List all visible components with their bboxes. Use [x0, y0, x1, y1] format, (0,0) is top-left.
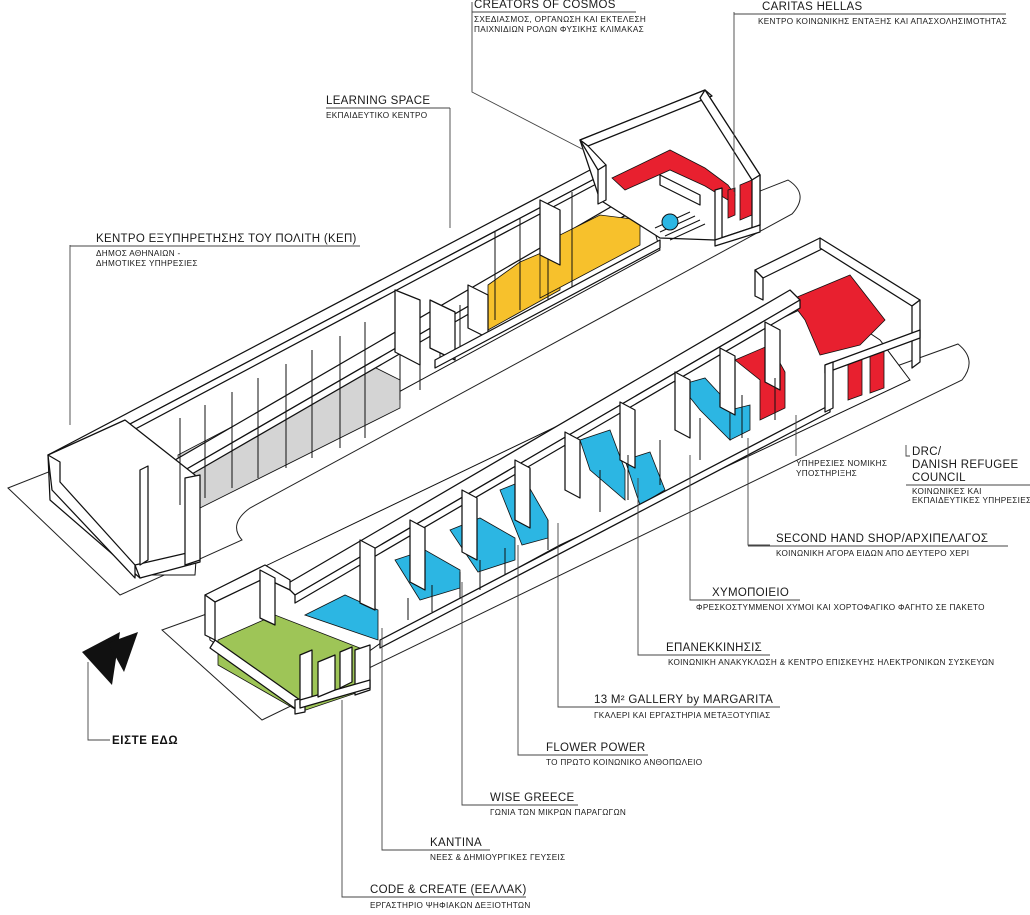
label-line: ΔΗΜΟΣ ΑΘΗΝΑΙΩΝ - — [96, 249, 181, 258]
label-title: WISE GREECE — [490, 792, 574, 804]
label-wise-greece: WISE GREECE ΓΩΝΙΑ ΤΩΝ ΜΙΚΡΩΝ ΠΑΡΑΓΩΓΩΝ — [462, 792, 626, 817]
label-second-hand-shop: SECOND HAND SHOP/ΑΡΧΙΠΕΛΑΓΟΣ ΚΟΙΝΩΝΙΚΗ Α… — [748, 533, 1008, 558]
label-gallery: 13 M² GALLERY by MARGARITA ΓΚΑΛΕΡΙ ΚΑΙ Ε… — [558, 694, 780, 720]
label-line: ΕΡΓΑΣΤΗΡΙΟ ΨΗΦΙΑΚΩΝ ΔΕΞΙΟΤΗΤΩΝ — [370, 901, 531, 910]
label-line: ΥΠΟΣΤΗΡΙΞΗΣ — [796, 469, 857, 478]
label-line: ΓΩΝΙΑ ΤΩΝ ΜΙΚΡΩΝ ΠΑΡΑΓΩΓΩΝ — [490, 808, 626, 817]
label-flower-power: FLOWER POWER ΤΟ ΠΡΩΤΟ ΚΟΙΝΩΝΙΚΟ ΑΝΘΟΠΩΛΕ… — [518, 742, 702, 767]
label-line: ΦΡΕΣΚΟΣΤΥΜΜΕΝΟΙ ΧΥΜΟΙ ΚΑΙ ΧΟΡΤΟΦΑΓΙΚΟ ΦΑ… — [696, 603, 985, 612]
caritas-block — [579, 89, 761, 247]
label-code-create: CODE & CREATE (ΕΕΛΛΑΚ) ΕΡΓΑΣΤΗΡΙΟ ΨΗΦΙΑΚ… — [342, 884, 531, 910]
label-caritas-hellas: CARITAS HELLAS ΚΕΝΤΡΟ ΚΟΙΝΩΝΙΚΗΣ ΕΝΤΑΞΗΣ… — [734, 1, 1007, 26]
label-line: ΚΟΙΝΩΝΙΚΕΣ ΚΑΙ — [912, 487, 982, 496]
label-title: FLOWER POWER — [546, 742, 645, 754]
elevator-marker — [661, 213, 679, 231]
label-line: ΥΠΗΡΕΣΙΕΣ ΝΟΜΙΚΗΣ — [796, 459, 887, 468]
label-line: ΓΚΑΛΕΡΙ ΚΑΙ ΕΡΓΑΣΤΗΡΙΑ ΜΕΤΑΞΟΤΥΠΙΑΣ — [594, 711, 770, 720]
label-line: ΕΚΠΑΙΔΕΥΤΙΚΕΣ ΥΠΗΡΕΣΙΕΣ — [912, 496, 1030, 505]
label-line: ΚΟΙΝΩΝΙΚΗ ΑΓΟΡΑ ΕΙΔΩΝ ΑΠΟ ΔΕΥΤΕΡΟ ΧΕΡΙ — [776, 549, 969, 558]
label-drc: DRC/ DANISH REFUGEE COUNCIL ΚΟΙΝΩΝΙΚΕΣ Κ… — [906, 446, 1030, 505]
label-line: ΚΕΝΤΡΟ ΚΟΙΝΩΝΙΚΗΣ ΕΝΤΑΞΗΣ ΚΑΙ ΑΠΑΣΧΟΛΗΣΙ… — [758, 17, 1007, 26]
label-epanekkinisis: ΕΠΑΝΕΚΚΙΝΗΣΙΣ ΚΟΙΝΩΝΙΚΗ ΑΝΑΚΥΚΛΩΣΗ & ΚΕΝ… — [638, 642, 994, 667]
label-line: ΣΧΕΔΙΑΣΜΟΣ, ΟΡΓΑΝΩΣΗ ΚΑΙ ΕΚΤΕΛΕΣΗ — [474, 15, 646, 24]
label-line: ΚΟΙΝΩΝΙΚΗ ΑΝΑΚΥΚΛΩΣΗ & ΚΕΝΤΡΟ ΕΠΙΣΚΕΥΗΣ … — [668, 658, 994, 667]
label-kep: ΚΕΝΤΡΟ ΕΞΥΠΗΡΕΤΗΣΗΣ ΤΟΥ ΠΟΛΙΤΗ (ΚΕΠ) ΔΗΜ… — [70, 233, 360, 268]
label-title: CODE & CREATE (ΕΕΛΛΑΚ) — [370, 884, 527, 896]
label-title: ΚΑΝΤΙΝΑ — [430, 837, 482, 849]
lower-wing — [204, 237, 921, 715]
label-learning-space: LEARNING SPACE ΕΚΠΑΙΔΕΥΤΙΚΟ ΚΕΝΤΡΟ — [326, 95, 450, 120]
upper-wing — [47, 169, 661, 579]
label-title: CARITAS HELLAS — [762, 1, 863, 13]
label-title: ΚΕΝΤΡΟ ΕΞΥΠΗΡΕΤΗΣΗΣ ΤΟΥ ΠΟΛΙΤΗ (ΚΕΠ) — [96, 233, 357, 245]
label-title: SECOND HAND SHOP/ΑΡΧΙΠΕΛΑΓΟΣ — [776, 533, 988, 545]
kantina-fill — [303, 594, 379, 641]
label-creators-of-cosmos: CREATORS OF COSMOS ΣΧΕΔΙΑΣΜΟΣ, ΟΡΓΑΝΩΣΗ … — [472, 0, 646, 34]
label-kantina: ΚΑΝΤΙΝΑ ΝΕΕΣ & ΔΗΜΙΟΥΡΓΙΚΕΣ ΓΕΥΣΕΙΣ — [382, 837, 565, 862]
drc-fill — [789, 274, 886, 356]
label-legal-support: ΥΠΗΡΕΣΙΕΣ ΝΟΜΙΚΗΣ ΥΠΟΣΤΗΡΙΞΗΣ — [796, 459, 887, 478]
label-line: ΤΟ ΠΡΩΤΟ ΚΟΙΝΩΝΙΚΟ ΑΝΘΟΠΩΛΕΙΟ — [546, 758, 702, 767]
label-line: ΕΚΠΑΙΔΕΥΤΙΚΟ ΚΕΝΤΡΟ — [326, 111, 427, 120]
label-line: ΔΗΜΟΤΙΚΕΣ ΥΠΗΡΕΣΙΕΣ — [96, 259, 198, 268]
label-title: DANISH REFUGEE — [912, 459, 1018, 471]
label-line: ΝΕΕΣ & ΔΗΜΙΟΥΡΓΙΚΕΣ ΓΕΥΣΕΙΣ — [430, 853, 565, 862]
label-xymopoieio: ΧΥΜΟΠΟΙΕΙΟ ΦΡΕΣΚΟΣΤΥΜΜΕΝΟΙ ΧΥΜΟΙ ΚΑΙ ΧΟΡ… — [690, 587, 985, 612]
label-line: ΠΑΙΧΝΙΔΙΩΝ ΡΟΛΩΝ ΦΥΣΙΚΗΣ ΚΛΙΜΑΚΑΣ — [474, 25, 644, 34]
label-title: ΕΠΑΝΕΚΚΙΝΗΣΙΣ — [666, 642, 762, 654]
you-are-here-icon — [82, 632, 138, 685]
label-title: 13 M² GALLERY by MARGARITA — [594, 694, 773, 706]
label-title: COUNCIL — [912, 472, 966, 484]
label-title: CREATORS OF COSMOS — [474, 0, 616, 11]
you-are-here-label: ΕΙΣΤΕ ΕΔΩ — [112, 735, 178, 747]
label-title: LEARNING SPACE — [326, 95, 430, 107]
label-title: ΧΥΜΟΠΟΙΕΙΟ — [712, 587, 789, 599]
label-title: DRC/ — [912, 446, 942, 458]
